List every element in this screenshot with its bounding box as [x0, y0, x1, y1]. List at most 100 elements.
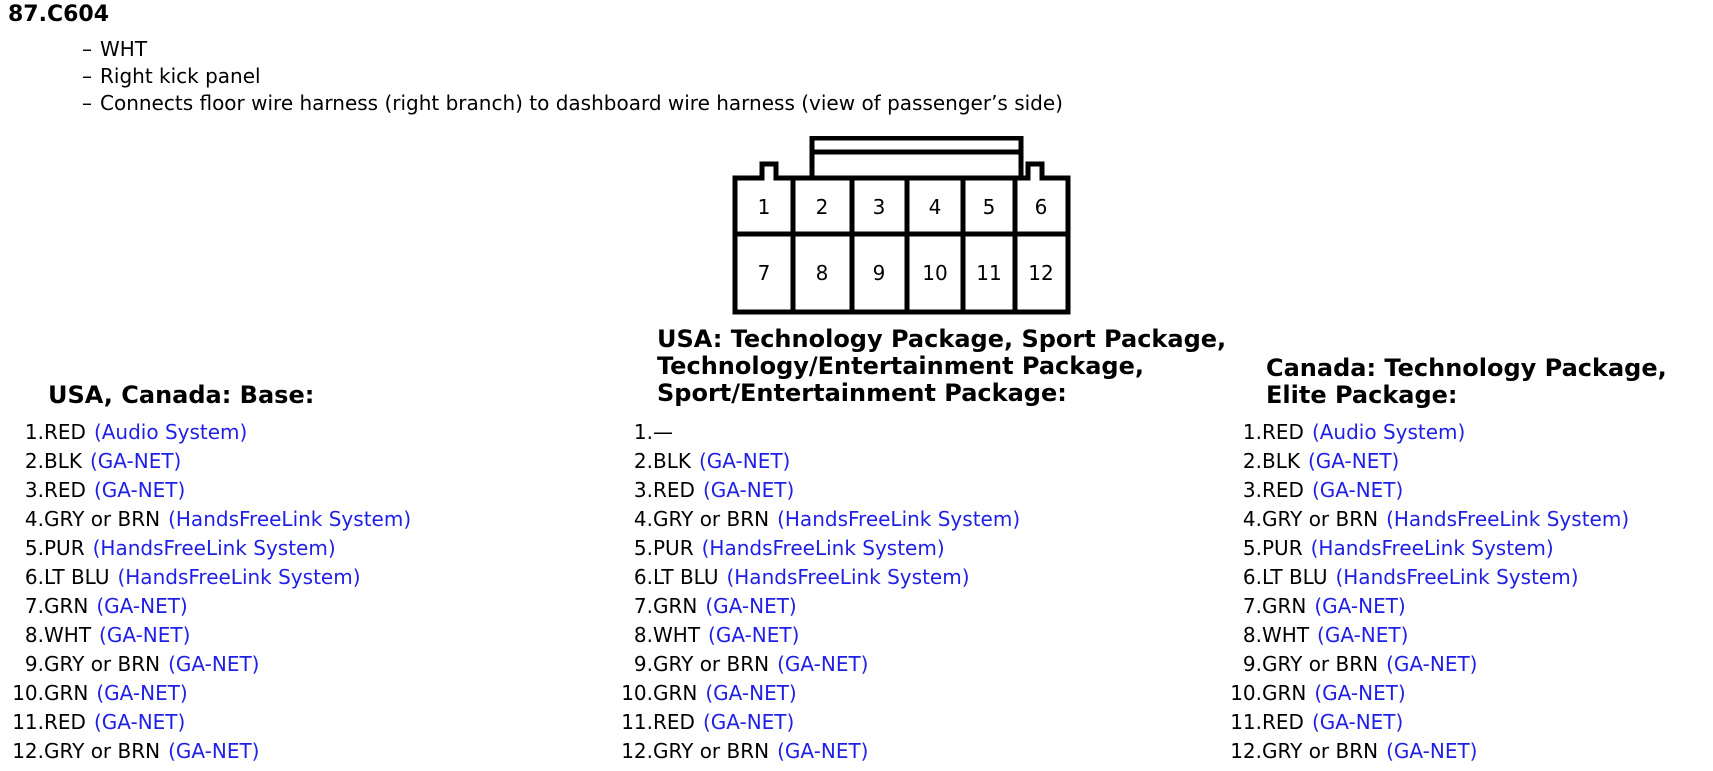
- circuit-system: (HandsFreeLink System): [726, 565, 970, 589]
- pin-row: 9.GRY or BRN(GA-NET): [1218, 650, 1629, 679]
- pin-number: 1.: [1242, 420, 1262, 444]
- wire-color: GRN: [1262, 681, 1307, 705]
- pin-number: 9.: [24, 652, 44, 676]
- wire-color: GRY or BRN: [1262, 507, 1379, 531]
- cavity-dividers: [790, 178, 1018, 312]
- circuit-system: (GA-NET): [96, 594, 188, 618]
- pin-4-label: 4: [929, 195, 942, 219]
- pin-number: 6.: [633, 565, 653, 589]
- pin-row: 6.LT BLU (HandsFreeLink System): [609, 563, 1020, 592]
- connector-diagram: 1 2 3 4 5 6 7 8 9 10 11 12: [732, 136, 1071, 315]
- pin-row: 2.BLK(GA-NET): [609, 447, 1020, 476]
- pin-number: 8.: [24, 623, 44, 647]
- pin-row: 12.GRY or BRN(GA-NET): [609, 737, 1020, 766]
- note-location: –Right kick panel: [82, 64, 261, 88]
- pin-number: 4.: [633, 507, 653, 531]
- circuit-system: (GA-NET): [1314, 594, 1406, 618]
- pin-row: 6.LT BLU (HandsFreeLink System): [1218, 563, 1629, 592]
- wire-color: WHT: [653, 623, 701, 647]
- pin-number: 10.: [12, 681, 44, 705]
- circuit-system: (GA-NET): [708, 623, 800, 647]
- wire-color: RED: [1262, 420, 1304, 444]
- wire-color: RED: [1262, 478, 1304, 502]
- circuit-system: (HandsFreeLink System): [1386, 507, 1630, 531]
- wire-color: PUR: [1262, 536, 1303, 560]
- circuit-system: (HandsFreeLink System): [1335, 565, 1579, 589]
- pin-number: 10.: [1230, 681, 1262, 705]
- pin-row: 10.GRN(GA-NET): [1218, 679, 1629, 708]
- pin-list-canada-packages: 1.RED(Audio System)2.BLK(GA-NET)3.RED(GA…: [1218, 418, 1629, 766]
- pin-number: 6.: [1242, 565, 1262, 589]
- circuit-system: (HandsFreeLink System): [117, 565, 361, 589]
- pin-row: 9.GRY or BRN (GA-NET): [0, 650, 411, 679]
- pin-5-label: 5: [983, 195, 996, 219]
- circuit-system: (GA-NET): [702, 478, 795, 502]
- pin-row: 8.WHT(GA-NET): [1218, 621, 1629, 650]
- circuit-system: (GA-NET): [777, 739, 869, 763]
- circuit-system: (GA-NET): [698, 449, 791, 473]
- wire-color: GRY or BRN: [44, 739, 161, 763]
- pin-row: 7.GRN(GA-NET): [609, 592, 1020, 621]
- pin-number: 11.: [621, 710, 653, 734]
- circuit-system: (GA-NET): [99, 623, 191, 647]
- lock-tab: [809, 136, 1024, 178]
- pin-row: 4.GRY or BRN(HandsFreeLink System): [609, 505, 1020, 534]
- circuit-system: (GA-NET): [93, 478, 186, 502]
- wire-color: RED: [653, 710, 695, 734]
- wire-color: GRY or BRN: [653, 652, 770, 676]
- pin-number: 3.: [24, 478, 44, 502]
- pin-row: 12.GRY or BRN(GA-NET): [1218, 737, 1629, 766]
- pin-row: 5.PUR(HandsFreeLink System): [1218, 534, 1629, 563]
- circuit-system: (GA-NET): [1307, 449, 1400, 473]
- pin-number: 12.: [12, 739, 44, 763]
- pin-row: 7.GRN(GA-NET): [1218, 592, 1629, 621]
- pin-list-base: 1.RED(Audio System)2.BLK(GA-NET)3.RED(GA…: [0, 418, 411, 766]
- wire-color: RED: [653, 478, 695, 502]
- circuit-system: (GA-NET): [705, 681, 797, 705]
- wire-color: GRY or BRN: [1262, 739, 1379, 763]
- pin-12-label: 12: [1028, 261, 1053, 285]
- pin-number: 6.: [24, 565, 44, 589]
- pin-row: 10.GRN(GA-NET): [0, 679, 411, 708]
- pin-number: 4.: [1242, 507, 1262, 531]
- wire-color: LT BLU: [1262, 565, 1328, 589]
- wire-color: GRN: [653, 681, 698, 705]
- note-connection: –Connects floor wire harness (right bran…: [82, 91, 1063, 115]
- wire-color: BLK: [44, 449, 82, 473]
- pin-row: 5.PUR(HandsFreeLink System): [0, 534, 411, 563]
- pin-number: 5.: [633, 536, 653, 560]
- note-color: –WHT: [82, 37, 148, 61]
- pin-10-label: 10: [922, 261, 947, 285]
- pin-number: 11.: [12, 710, 44, 734]
- pin-row: 7.GRN(GA-NET): [0, 592, 411, 621]
- pin-row: 11.RED(GA-NET): [609, 708, 1020, 737]
- pin-list-usa-packages: 1.—2.BLK(GA-NET)3.RED(GA-NET)4.GRY or BR…: [609, 418, 1020, 766]
- pin-number: 8.: [633, 623, 653, 647]
- wire-color: LT BLU: [653, 565, 719, 589]
- wire-color: PUR: [653, 536, 694, 560]
- wire-color: RED: [44, 420, 86, 444]
- pin-7-label: 7: [758, 261, 771, 285]
- pin-row: 5.PUR(HandsFreeLink System): [609, 534, 1020, 563]
- circuit-system: (GA-NET): [1311, 478, 1404, 502]
- wire-color: BLK: [1262, 449, 1300, 473]
- pin-row: 11.RED(GA-NET): [0, 708, 411, 737]
- pin-number: 7.: [1242, 594, 1262, 618]
- circuit-system: (GA-NET): [777, 652, 869, 676]
- circuit-system: (HandsFreeLink System): [1310, 536, 1554, 560]
- pin-number: 3.: [633, 478, 653, 502]
- circuit-system: (GA-NET): [1317, 623, 1409, 647]
- pin-number: 12.: [1230, 739, 1262, 763]
- wire-color: GRY or BRN: [44, 652, 161, 676]
- wire-color: WHT: [44, 623, 92, 647]
- circuit-system: (HandsFreeLink System): [168, 507, 412, 531]
- circuit-system: (GA-NET): [168, 652, 260, 676]
- pin-number: 7.: [633, 594, 653, 618]
- pin-row: 4.GRY or BRN(HandsFreeLink System): [0, 505, 411, 534]
- pin-number: 8.: [1242, 623, 1262, 647]
- pin-number: 10.: [621, 681, 653, 705]
- circuit-system: (Audio System): [93, 420, 248, 444]
- pin-number: 2.: [24, 449, 44, 473]
- pin-row: 4.GRY or BRN (HandsFreeLink System): [1218, 505, 1629, 534]
- circuit-system: (GA-NET): [168, 739, 260, 763]
